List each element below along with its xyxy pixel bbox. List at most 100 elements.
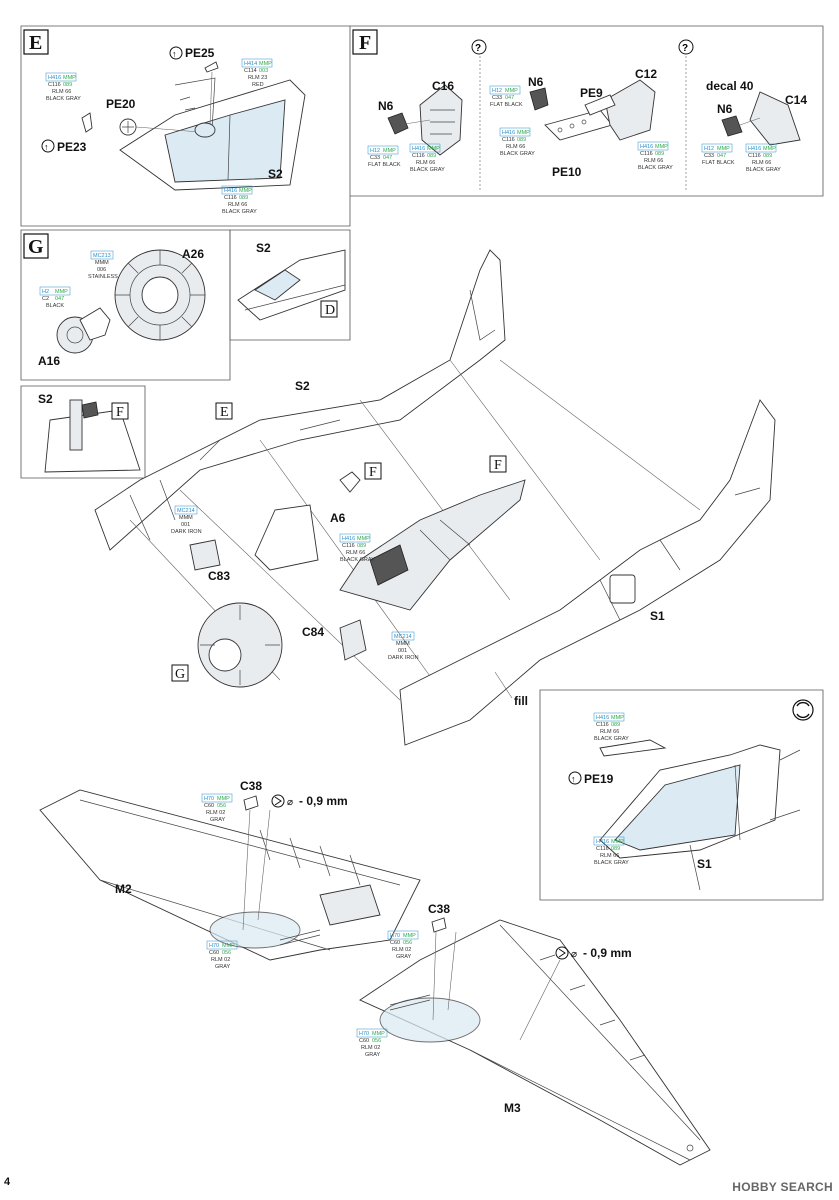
svg-text:H12: H12 bbox=[492, 88, 502, 94]
svg-text:089: 089 bbox=[611, 722, 620, 728]
label-pe19: PE19 bbox=[584, 772, 614, 786]
label-pe9: PE9 bbox=[580, 86, 603, 100]
svg-text:089: 089 bbox=[427, 153, 436, 159]
svg-text:H416: H416 bbox=[640, 144, 653, 150]
label-s2-e: S2 bbox=[268, 167, 283, 181]
step-letter-F: F bbox=[352, 29, 378, 55]
svg-text:MMP: MMP bbox=[611, 839, 624, 845]
svg-text:BLACK GRAY: BLACK GRAY bbox=[638, 165, 673, 171]
svg-text:MMP: MMP bbox=[427, 146, 440, 152]
svg-text:GRAY: GRAY bbox=[365, 1052, 381, 1058]
drill-icon-b bbox=[555, 946, 569, 960]
svg-text:C60: C60 bbox=[209, 950, 219, 956]
svg-text:RLM 02: RLM 02 bbox=[206, 810, 225, 816]
svg-text:BLACK: BLACK bbox=[46, 303, 64, 309]
svg-text:089: 089 bbox=[63, 82, 72, 88]
svg-text:RLM 66: RLM 66 bbox=[600, 729, 619, 735]
svg-text:RLM 02: RLM 02 bbox=[211, 957, 230, 963]
question-icon-1: ? bbox=[471, 39, 487, 55]
svg-text:MMM: MMM bbox=[396, 641, 410, 647]
s2-detail-left bbox=[44, 399, 141, 473]
ref-d: F bbox=[494, 458, 502, 473]
svg-text:C116: C116 bbox=[412, 153, 425, 159]
svg-text:C116: C116 bbox=[748, 153, 761, 159]
seat-back-c14-right bbox=[721, 91, 801, 146]
svg-text:001: 001 bbox=[181, 522, 190, 528]
svg-text:C33: C33 bbox=[370, 155, 380, 161]
svg-text:C116: C116 bbox=[502, 137, 515, 143]
svg-text:C60: C60 bbox=[390, 940, 400, 946]
label-c84: C84 bbox=[302, 625, 324, 639]
svg-text:H70: H70 bbox=[209, 943, 219, 949]
svg-text:H416: H416 bbox=[48, 75, 61, 81]
engine-a26 bbox=[114, 249, 206, 341]
paint-stainless-g: MC213 MMM 006 STAINLESS bbox=[88, 250, 118, 280]
svg-text:RLM 66: RLM 66 bbox=[416, 160, 435, 166]
label-decal-40: decal 40 bbox=[706, 79, 754, 93]
svg-text:MMP: MMP bbox=[357, 536, 370, 542]
svg-text:MMP: MMP bbox=[63, 75, 76, 81]
watermark: HOBBY SEARCH bbox=[732, 1180, 833, 1194]
pe19-drawing bbox=[599, 739, 801, 891]
svg-text:MMP: MMP bbox=[517, 130, 530, 136]
ref-f-left: F bbox=[116, 405, 124, 420]
step-letter-E: E bbox=[23, 29, 49, 55]
svg-text:BLACK GRAY: BLACK GRAY bbox=[46, 96, 81, 102]
svg-text:C60: C60 bbox=[204, 803, 214, 809]
svg-text:F: F bbox=[359, 32, 371, 54]
svg-text:RLM 23: RLM 23 bbox=[248, 75, 267, 81]
label-drill-a: - 0,9 mm bbox=[299, 794, 348, 808]
label-pe25: PE25 bbox=[185, 46, 215, 60]
label-m2: M2 bbox=[115, 882, 132, 896]
svg-text:C116: C116 bbox=[640, 151, 653, 157]
svg-text:MMP: MMP bbox=[655, 144, 668, 150]
pe19-rotate-icon bbox=[792, 699, 814, 721]
svg-text:RLM 02: RLM 02 bbox=[361, 1045, 380, 1051]
svg-text:H416: H416 bbox=[748, 146, 761, 152]
svg-text:BLACK GRAY: BLACK GRAY bbox=[594, 736, 629, 742]
svg-text:GRAY: GRAY bbox=[396, 954, 412, 960]
svg-text:047: 047 bbox=[505, 95, 514, 101]
svg-text:BLACK GRAY: BLACK GRAY bbox=[410, 167, 445, 173]
svg-text:MMP: MMP bbox=[259, 61, 272, 67]
svg-text:H70: H70 bbox=[204, 796, 214, 802]
svg-text:BLACK GRAY: BLACK GRAY bbox=[340, 557, 375, 563]
label-c38-b: C38 bbox=[428, 902, 450, 916]
svg-text:H416: H416 bbox=[596, 715, 609, 721]
diameter-symbol-b: ⌀ bbox=[571, 949, 577, 960]
svg-text:RLM 66: RLM 66 bbox=[52, 89, 71, 95]
svg-text:089: 089 bbox=[763, 153, 772, 159]
svg-text:H12: H12 bbox=[370, 148, 380, 154]
svg-text:GRAY: GRAY bbox=[210, 817, 226, 823]
svg-text:006: 006 bbox=[97, 267, 106, 273]
svg-text:↑: ↑ bbox=[571, 774, 576, 784]
cockpit-tub bbox=[339, 479, 526, 611]
svg-text:MMP: MMP bbox=[383, 148, 396, 154]
svg-text:RLM 66: RLM 66 bbox=[228, 202, 247, 208]
svg-text:G: G bbox=[28, 236, 44, 258]
svg-text:RLM 66: RLM 66 bbox=[506, 144, 525, 150]
label-c16-a: C16 bbox=[432, 79, 454, 93]
svg-text:BLACK GRAY: BLACK GRAY bbox=[222, 209, 257, 215]
label-m3: M3 bbox=[504, 1101, 521, 1115]
svg-text:MC214: MC214 bbox=[177, 508, 195, 514]
svg-text:047: 047 bbox=[717, 153, 726, 159]
svg-text:FLAT BLACK: FLAT BLACK bbox=[702, 160, 735, 166]
part-c83 bbox=[189, 539, 221, 571]
svg-text:MMP: MMP bbox=[239, 188, 252, 194]
label-n6-b: N6 bbox=[528, 75, 544, 89]
svg-text:056: 056 bbox=[222, 950, 231, 956]
svg-text:089: 089 bbox=[655, 151, 664, 157]
